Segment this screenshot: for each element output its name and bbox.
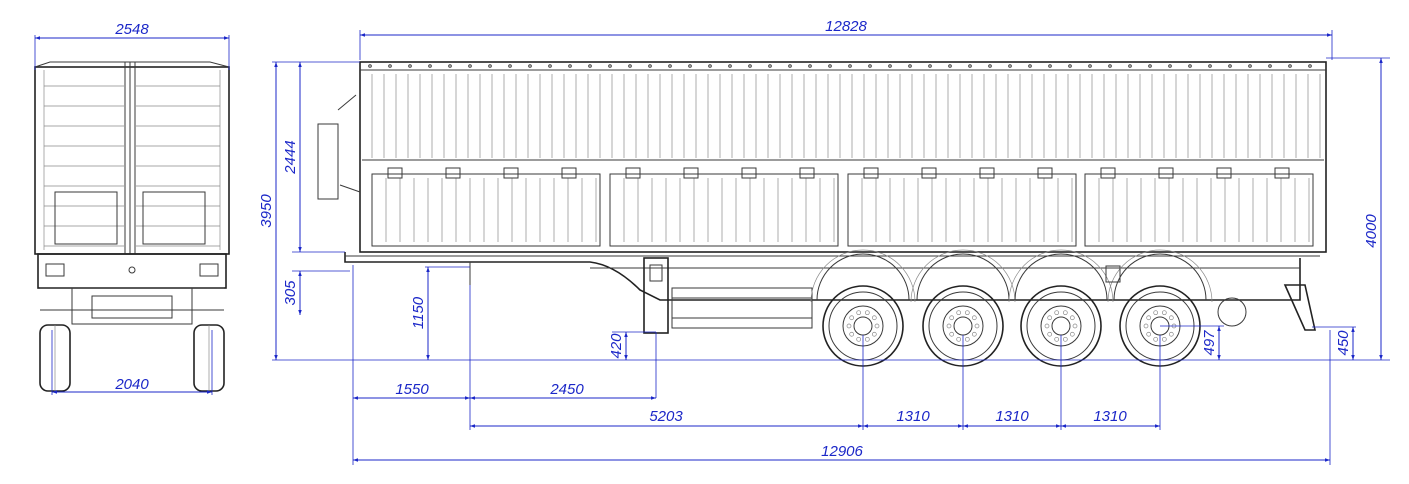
dim-axle-spacing-3: 1310 bbox=[1093, 408, 1127, 425]
dim-body-length: 12828 bbox=[825, 18, 867, 35]
dim-axle-spacing-2: 1310 bbox=[995, 408, 1029, 425]
dim-track-width: 2040 bbox=[114, 376, 149, 393]
dim-height-to-body-top: 3950 bbox=[258, 194, 275, 228]
rear-view bbox=[34, 61, 230, 392]
dim-rear-bumper-height: 450 bbox=[1335, 330, 1352, 356]
dim-overall-length: 12906 bbox=[821, 443, 863, 460]
side-view bbox=[317, 61, 1327, 367]
dim-support-leg-height: 1150 bbox=[410, 296, 427, 329]
dim-kingpin-to-leg: 2450 bbox=[549, 381, 584, 398]
dim-frame-height: 305 bbox=[282, 280, 299, 306]
dim-total-height: 4000 bbox=[1363, 214, 1380, 248]
dim-kingpin-to-axle: 5203 bbox=[649, 408, 683, 425]
dim-body-height: 2444 bbox=[282, 140, 299, 174]
dim-kingpin-height: 420 bbox=[608, 333, 625, 359]
dim-axle-spacing-1: 1310 bbox=[896, 408, 930, 425]
dimension-layer: 2548 2040 12828 12906 1550 2450 5203 131… bbox=[34, 18, 1390, 465]
dim-rear-overall-width: 2548 bbox=[114, 21, 149, 38]
dim-wheel-center-height: 497 bbox=[1201, 330, 1218, 356]
dim-front-overhang: 1550 bbox=[395, 381, 429, 398]
